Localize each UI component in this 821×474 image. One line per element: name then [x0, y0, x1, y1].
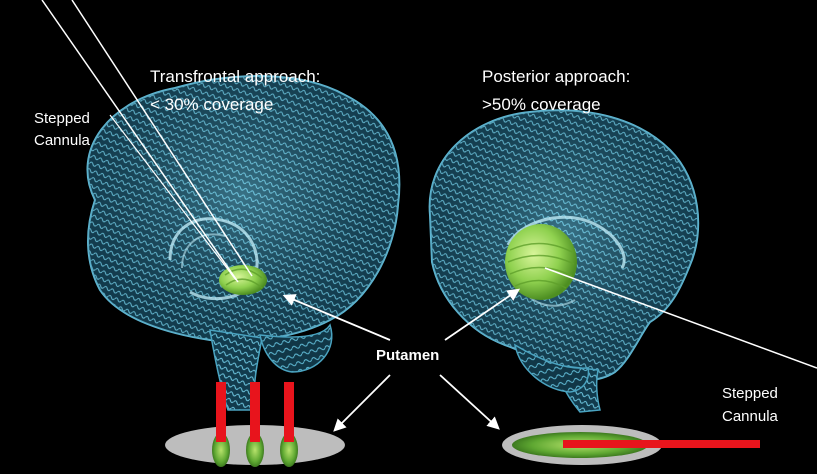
- putamen-label: Putamen: [376, 345, 439, 367]
- cannula-bar: [284, 382, 294, 442]
- left-cannula-label: Stepped: [34, 108, 90, 129]
- right-cannula-label-2: Cannula: [722, 406, 778, 427]
- right-approach-title: Posterior approach:: [482, 66, 630, 88]
- left-schematic: [165, 382, 345, 467]
- right-cannula-label: Stepped: [722, 383, 778, 404]
- left-approach-coverage: < 30% coverage: [150, 94, 273, 116]
- right-brain: [430, 110, 699, 412]
- right-schematic: [502, 425, 760, 465]
- cannula-bar: [250, 382, 260, 442]
- cannula-bar: [216, 382, 226, 442]
- left-approach-title: Transfrontal approach:: [150, 66, 320, 88]
- left-brain: [87, 76, 399, 410]
- pointer-arrow: [440, 375, 498, 428]
- right-approach-coverage: >50% coverage: [482, 94, 601, 116]
- pointer-arrow: [335, 375, 390, 430]
- cannula-bar: [563, 440, 760, 448]
- left-cannula-label-2: Cannula: [34, 130, 90, 151]
- right-putamen-icon: [505, 224, 577, 300]
